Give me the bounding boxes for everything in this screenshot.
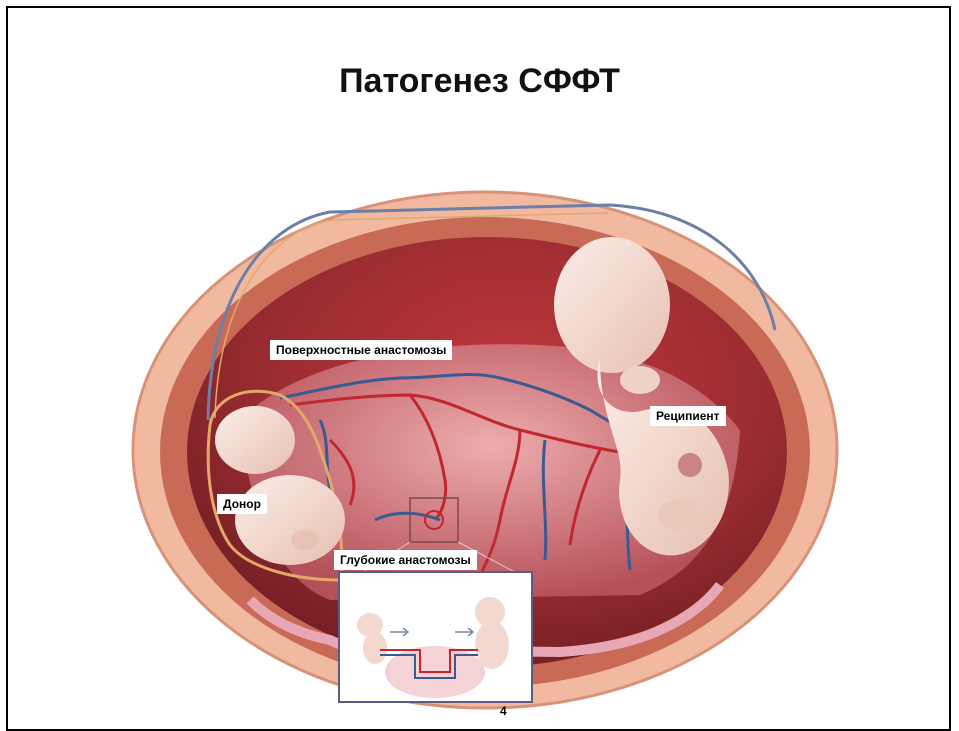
deep-anastomoses-label: Глубокие анастомозы xyxy=(334,550,477,570)
page-number: 4 xyxy=(500,704,507,718)
donor-label: Донор xyxy=(217,494,267,514)
surface-anastomoses-label: Поверхностные анастомозы xyxy=(270,340,452,360)
inset-recipient-fetus xyxy=(475,597,509,669)
recipient-label: Реципиент xyxy=(650,406,726,426)
